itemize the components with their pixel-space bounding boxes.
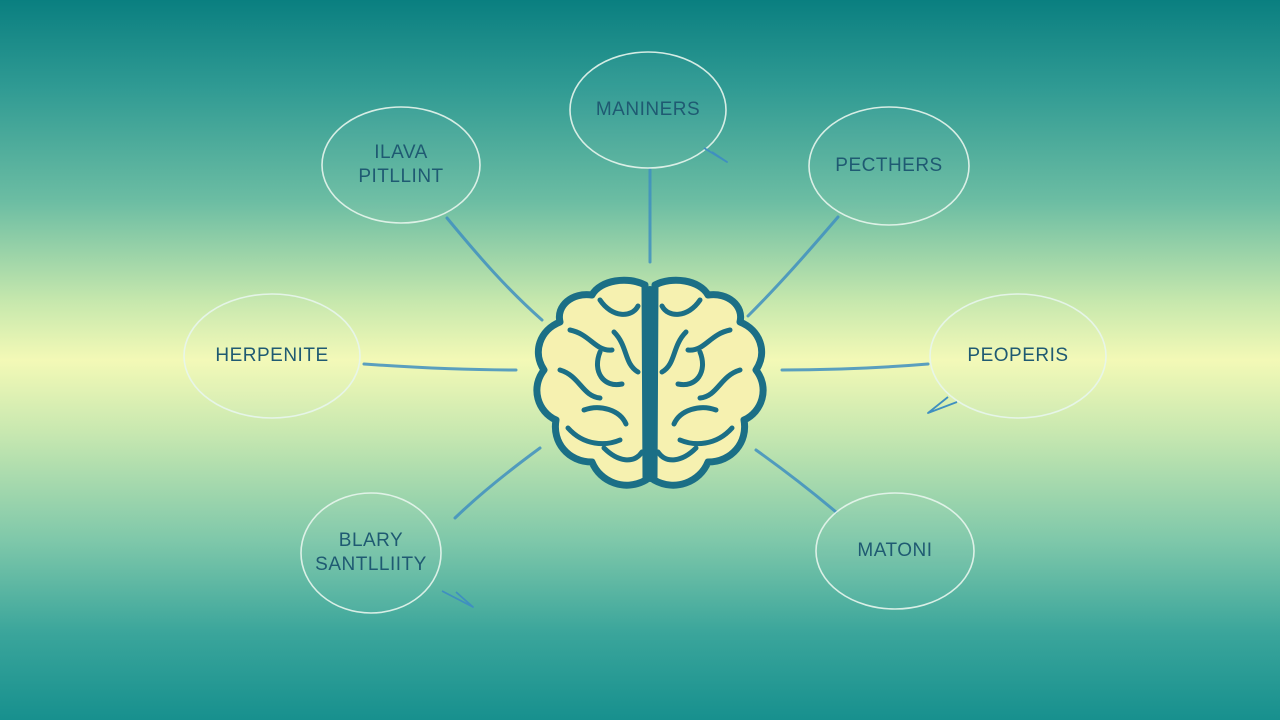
connector-blary-santlliity: [453, 446, 542, 520]
brain-folds-right: [655, 297, 743, 463]
bubble-matoni[interactable]: [815, 492, 975, 610]
node-bubbles: [183, 51, 1107, 614]
bubble-ilava-pitllint[interactable]: [321, 106, 481, 224]
bubble-peoperis[interactable]: [929, 293, 1107, 419]
bubble-maniners[interactable]: [569, 51, 727, 169]
brain-icon: [533, 276, 767, 489]
bubble-herpenite[interactable]: [183, 293, 361, 419]
brain-right-hemisphere: [650, 276, 767, 489]
connector-ilava-pitllint: [445, 216, 544, 322]
bubble-blary-santlliity[interactable]: [300, 492, 442, 614]
connector-matoni: [754, 448, 838, 514]
connector-herpenite: [362, 362, 518, 372]
bubble-tail-peoperis: [927, 396, 958, 414]
connector-lines: [362, 168, 930, 520]
bubble-tail-maniners: [703, 147, 728, 163]
bubble-pecthers[interactable]: [808, 106, 970, 226]
bubble-tail-blary-santlliity: [441, 590, 474, 608]
brain-fissure: [644, 286, 657, 482]
brain-folds-left: [557, 297, 645, 463]
connector-pecthers: [746, 215, 840, 318]
connector-peoperis: [780, 362, 930, 372]
brain-left-hemisphere: [533, 276, 650, 489]
